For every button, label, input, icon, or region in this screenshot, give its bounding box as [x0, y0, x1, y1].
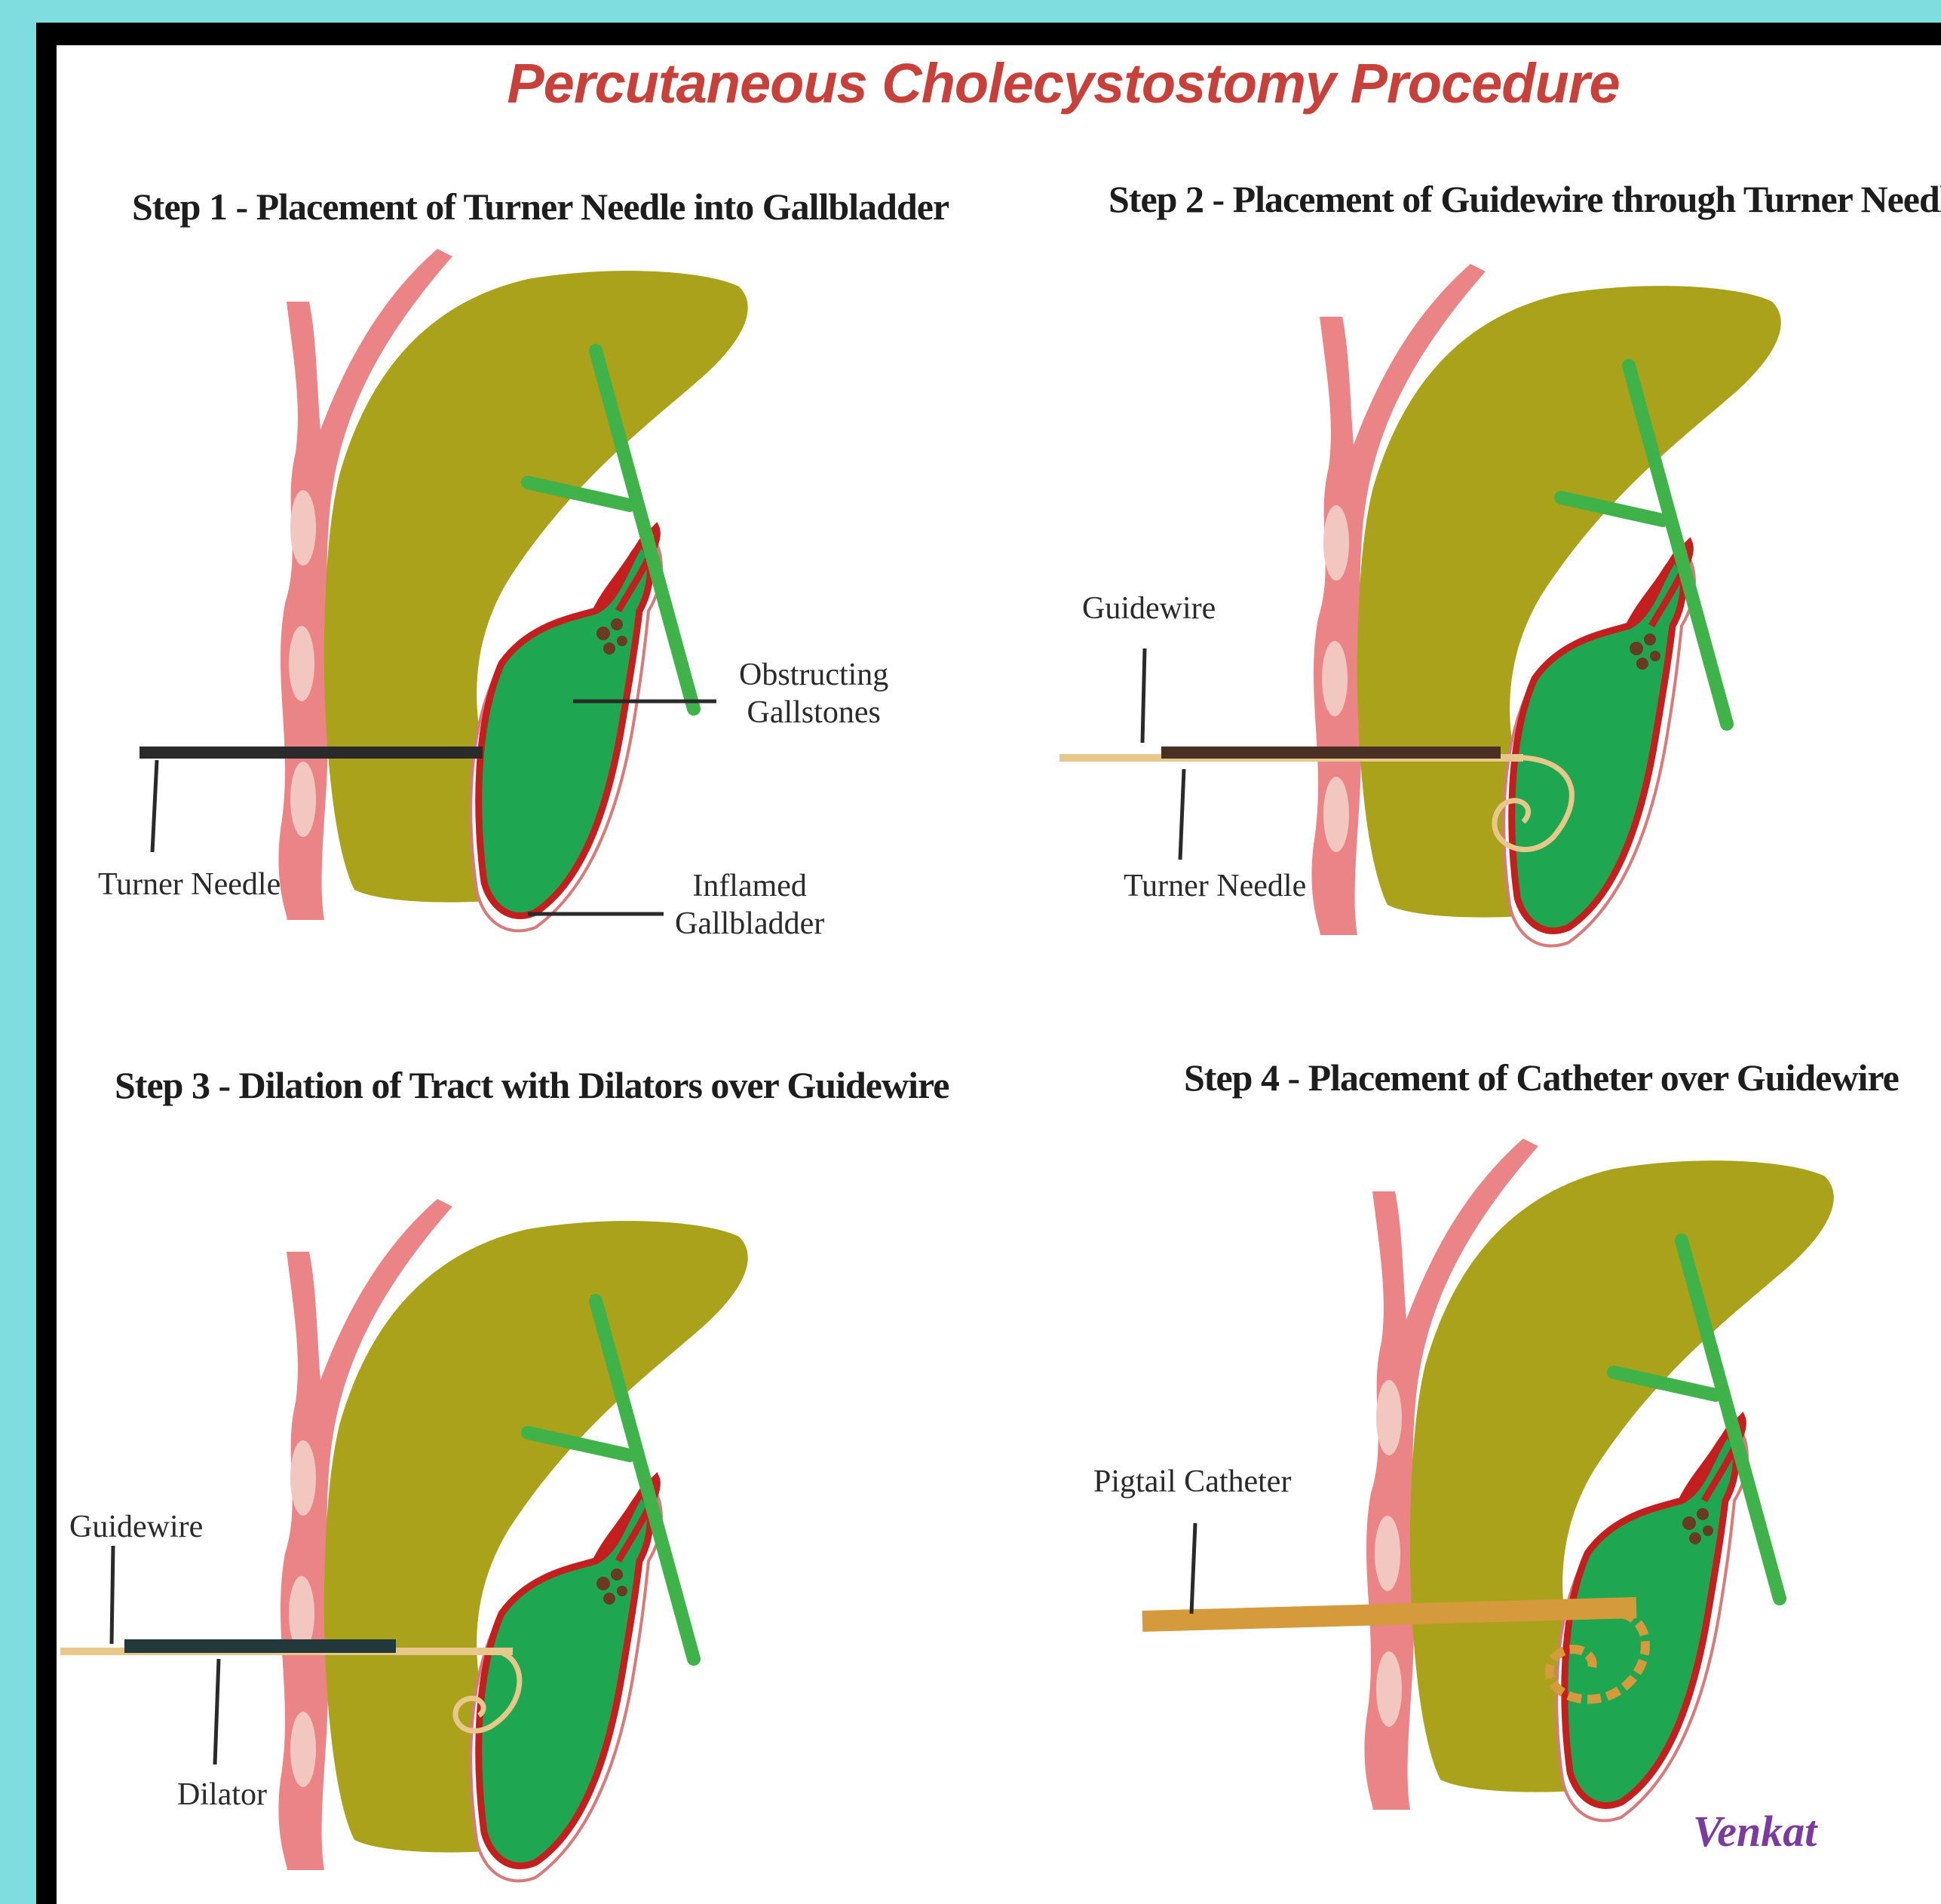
step3-heading: Step 3 - Dilation of Tract with Dilators… — [115, 1063, 949, 1107]
anatomy-step1 — [278, 249, 747, 931]
leader-line — [1180, 769, 1184, 860]
step4-heading: Step 4 - Placement of Catheter over Guid… — [1184, 1056, 1899, 1099]
label-line: Obstructing — [739, 656, 888, 694]
label-turner-needle: Turner Needle — [1124, 867, 1306, 905]
label-turner-needle: Turner Needle — [98, 866, 281, 903]
figure-title: Percutaneous Cholecystostomy Procedure — [0, 51, 1941, 115]
label-obstructing-gallstones: Obstructing Gallstones — [739, 656, 888, 731]
label-line: Inflamed — [675, 867, 824, 905]
step1-heading: Step 1 - Placement of Turner Needle into… — [132, 185, 949, 228]
pigtail-catheter — [1142, 1608, 1636, 1621]
leader-line — [1142, 648, 1145, 743]
label-pigtail-catheter: Pigtail Catheter — [1093, 1463, 1291, 1501]
signature: Venkat — [1693, 1806, 1817, 1856]
label-line: Gallbladder — [675, 905, 824, 943]
anatomy-step4 — [1364, 1139, 1833, 1820]
label-dilator: Dilator — [177, 1776, 267, 1814]
anatomy-step3 — [278, 1199, 747, 1881]
leader-line — [112, 1546, 113, 1644]
step2-heading: Step 2 - Placement of Guidewire through … — [1108, 177, 1941, 221]
label-guidewire: Guidewire — [1082, 590, 1216, 627]
label-guidewire: Guidewire — [69, 1508, 203, 1546]
leader-line — [152, 760, 157, 852]
leader-line — [1191, 1523, 1195, 1614]
leader-line — [215, 1659, 219, 1764]
label-line: Gallstones — [739, 694, 888, 731]
label-inflamed-gallbladder: Inflamed Gallbladder — [675, 867, 824, 943]
